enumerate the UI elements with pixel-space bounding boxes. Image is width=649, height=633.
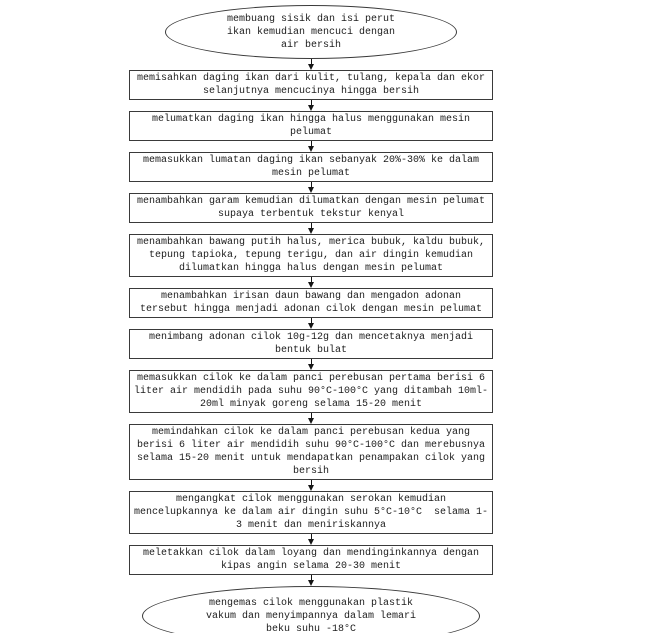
arrow-shaft	[310, 223, 312, 230]
process-step-2: melumatkan daging ikan hingga halus meng…	[129, 111, 493, 141]
arrow-head	[307, 64, 314, 70]
arrow-shaft	[310, 480, 312, 487]
process-step-4: menambahkan garam kemudian dilumatkan de…	[129, 193, 493, 223]
process-step-4-label: menambahkan garam kemudian dilumatkan de…	[136, 196, 486, 220]
process-step-5-label: menambahkan bawang putih halus, merica b…	[136, 237, 486, 274]
process-step-1-label: memisahkan daging ikan dari kulit, tulan…	[136, 73, 486, 97]
process-step-3-label: memasukkan lumatan daging ikan sebanyak …	[142, 155, 480, 179]
arrow-shaft	[310, 359, 312, 366]
process-step-3: memasukkan lumatan daging ikan sebanyak …	[129, 152, 493, 182]
flow-arrow-down-icon	[307, 480, 316, 491]
process-step-10: mengangkat cilok menggunakan serokan kem…	[129, 491, 493, 534]
arrow-head	[307, 539, 314, 545]
arrow-shaft	[310, 534, 312, 541]
arrow-shaft	[310, 277, 312, 284]
process-step-8-label: memasukkan cilok ke dalam panci perebusa…	[133, 373, 489, 410]
end-terminator: mengemas cilok menggunakan plastik vakum…	[142, 586, 480, 633]
process-step-7: menimbang adonan cilok 10g-12g dan mence…	[129, 329, 493, 359]
arrow-head	[307, 418, 314, 424]
process-step-7-label: menimbang adonan cilok 10g-12g dan mence…	[148, 332, 474, 356]
flow-arrow-down-icon	[307, 359, 316, 370]
process-step-9: memindahkan cilok ke dalam panci perebus…	[129, 424, 493, 480]
flowchart: membuang sisik dan isi perut ikan kemudi…	[129, 5, 493, 633]
flow-arrow-down-icon	[307, 318, 316, 329]
flow-arrow-down-icon	[307, 575, 316, 586]
flow-arrow-down-icon	[307, 223, 316, 234]
process-step-10-label: mengangkat cilok menggunakan serokan kem…	[133, 494, 489, 531]
flow-arrow-down-icon	[307, 534, 316, 545]
process-step-11: meletakkan cilok dalam loyang dan mendin…	[129, 545, 493, 575]
arrow-head	[307, 485, 314, 491]
start-terminator: membuang sisik dan isi perut ikan kemudi…	[165, 5, 457, 59]
arrow-head	[307, 364, 314, 370]
process-step-6: menambahkan irisan daun bawang dan menga…	[129, 288, 493, 318]
flow-arrow-down-icon	[307, 59, 316, 70]
arrow-head	[307, 228, 314, 234]
arrow-head	[307, 105, 314, 111]
arrow-head	[307, 146, 314, 152]
start-terminator-label: membuang sisik dan isi perut ikan kemudi…	[226, 13, 396, 51]
flow-arrow-down-icon	[307, 182, 316, 193]
arrow-head	[307, 187, 314, 193]
arrow-head	[307, 282, 314, 288]
arrow-shaft	[310, 182, 312, 189]
process-step-2-label: melumatkan daging ikan hingga halus meng…	[151, 114, 471, 138]
arrow-shaft	[310, 141, 312, 148]
process-step-1: memisahkan daging ikan dari kulit, tulan…	[129, 70, 493, 100]
arrow-head	[307, 580, 314, 586]
process-step-8: memasukkan cilok ke dalam panci perebusa…	[129, 370, 493, 413]
arrow-shaft	[310, 413, 312, 420]
process-step-9-label: memindahkan cilok ke dalam panci perebus…	[136, 427, 486, 477]
flow-arrow-down-icon	[307, 141, 316, 152]
flow-arrow-down-icon	[307, 100, 316, 111]
end-terminator-label: mengemas cilok menggunakan plastik vakum…	[205, 597, 417, 633]
arrow-shaft	[310, 100, 312, 107]
process-step-11-label: meletakkan cilok dalam loyang dan mendin…	[142, 548, 480, 572]
flow-arrow-down-icon	[307, 277, 316, 288]
arrow-shaft	[310, 318, 312, 325]
flow-arrow-down-icon	[307, 413, 316, 424]
arrow-shaft	[310, 575, 312, 582]
arrow-shaft	[310, 59, 312, 66]
arrow-head	[307, 323, 314, 329]
process-step-5: menambahkan bawang putih halus, merica b…	[129, 234, 493, 277]
process-step-6-label: menambahkan irisan daun bawang dan menga…	[139, 291, 483, 315]
